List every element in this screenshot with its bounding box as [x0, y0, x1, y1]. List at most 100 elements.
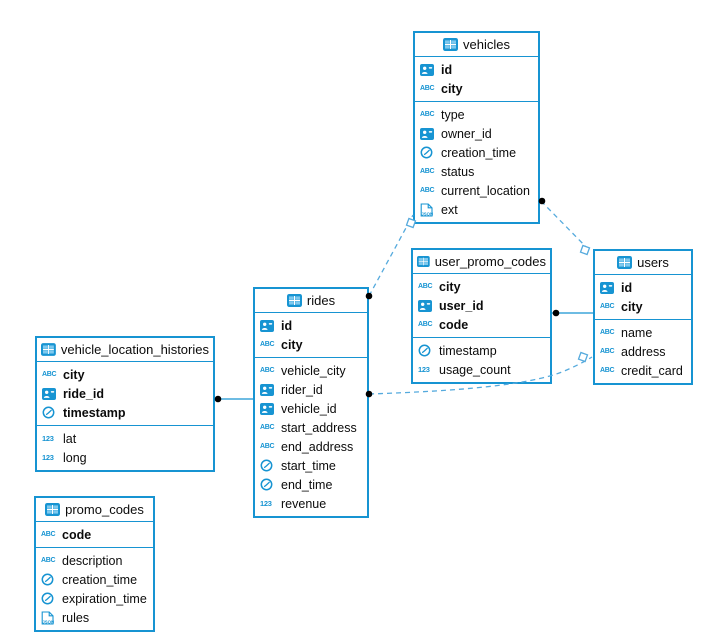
column-row[interactable]: 123 revenue	[255, 494, 367, 513]
table-title: user_promo_codes	[434, 254, 546, 269]
column-row[interactable]: ABC city	[595, 297, 691, 316]
string-type-icon: ABC	[418, 283, 433, 290]
column-row[interactable]: ABC address	[595, 342, 691, 361]
column-name: type	[441, 107, 465, 122]
timestamp-clock-icon	[260, 459, 276, 472]
column-row[interactable]: ABC type	[415, 105, 538, 124]
string-type-icon: ABC	[260, 443, 275, 450]
column-name: rules	[62, 610, 90, 625]
relation-square-marker	[579, 244, 591, 256]
column-row[interactable]: timestamp	[37, 403, 213, 422]
column-row[interactable]: id	[255, 316, 367, 335]
string-type-icon: ABC	[600, 329, 615, 336]
column-name: description	[62, 553, 123, 568]
column-name: creation_time	[441, 145, 517, 160]
column-row[interactable]: ABC code	[413, 315, 550, 334]
timestamp-clock-icon	[41, 573, 57, 586]
column-name: city	[621, 299, 643, 314]
string-type-icon: ABC	[260, 424, 275, 431]
column-row[interactable]: ABC status	[415, 162, 538, 181]
column-row[interactable]: ABC vehicle_city	[255, 361, 367, 380]
table-header[interactable]: rides	[255, 289, 367, 313]
table-header[interactable]: promo_codes	[36, 498, 153, 522]
column-name: city	[63, 367, 85, 382]
string-type-icon: ABC	[41, 557, 56, 564]
svg-text:JSON: JSON	[42, 619, 54, 624]
column-row[interactable]: ABC city	[415, 79, 538, 98]
table-vehicle_location_histories[interactable]: vehicle_location_histories ABC city ride…	[35, 336, 215, 472]
column-row[interactable]: ABC end_address	[255, 437, 367, 456]
table-icon	[417, 255, 430, 268]
primary-key-section: id ABC city	[415, 57, 538, 102]
column-name: expiration_time	[62, 591, 147, 606]
column-row[interactable]: ride_id	[37, 384, 213, 403]
id-card-icon	[42, 387, 58, 400]
column-row[interactable]: ABC city	[413, 277, 550, 296]
primary-key-section: ABC code	[36, 522, 153, 548]
column-row[interactable]: creation_time	[415, 143, 538, 162]
column-row[interactable]: id	[415, 60, 538, 79]
string-type-icon: ABC	[600, 348, 615, 355]
column-row[interactable]: 123 long	[37, 448, 213, 467]
table-header[interactable]: user_promo_codes	[413, 250, 550, 274]
column-row[interactable]: end_time	[255, 475, 367, 494]
columns-section: ABC type owner_id creation_time ABC stat…	[415, 102, 538, 222]
table-header[interactable]: users	[595, 251, 691, 275]
column-name: id	[441, 62, 453, 77]
column-name: lat	[63, 431, 77, 446]
column-row[interactable]: ABC credit_card	[595, 361, 691, 380]
column-row[interactable]: ABC current_location	[415, 181, 538, 200]
column-row[interactable]: expiration_time	[36, 589, 153, 608]
table-header[interactable]: vehicles	[415, 33, 538, 57]
column-row[interactable]: start_time	[255, 456, 367, 475]
relation-square-marker	[577, 351, 589, 363]
id-card-icon	[418, 299, 434, 312]
column-row[interactable]: JSON rules	[36, 608, 153, 627]
column-row[interactable]: ABC city	[37, 365, 213, 384]
table-icon	[443, 38, 459, 51]
table-vehicles[interactable]: vehicles id ABC city ABC type owner_id c…	[413, 31, 540, 224]
column-row[interactable]: 123 usage_count	[413, 360, 550, 379]
column-name: current_location	[441, 183, 530, 198]
column-name: vehicle_city	[281, 363, 346, 378]
relation-rides-vehicles[interactable]	[368, 214, 414, 297]
primary-key-section: ABC city ride_id timestamp	[37, 362, 213, 426]
column-name: end_time	[281, 477, 333, 492]
relation-vehicles-users[interactable]	[540, 200, 592, 253]
table-header[interactable]: vehicle_location_histories	[37, 338, 213, 362]
column-name: owner_id	[441, 126, 492, 141]
column-row[interactable]: ABC city	[255, 335, 367, 354]
table-user_promo_codes[interactable]: user_promo_codes ABC city user_id ABC co…	[411, 248, 552, 384]
id-card-icon	[260, 383, 276, 396]
primary-key-section: id ABC city	[255, 313, 367, 358]
column-name: city	[441, 81, 463, 96]
table-promo_codes[interactable]: promo_codes ABC code ABC description cre…	[34, 496, 155, 632]
column-row[interactable]: id	[595, 278, 691, 297]
table-rides[interactable]: rides id ABC city ABC vehicle_city rider…	[253, 287, 369, 518]
string-type-icon: ABC	[42, 371, 57, 378]
column-name: ride_id	[63, 386, 104, 401]
column-name: vehicle_id	[281, 401, 337, 416]
column-row[interactable]: ABC code	[36, 525, 153, 544]
table-icon	[45, 503, 61, 516]
column-row[interactable]: rider_id	[255, 380, 367, 399]
column-name: code	[439, 317, 469, 332]
columns-section: timestamp 123 usage_count	[413, 338, 550, 382]
id-card-icon	[260, 319, 276, 332]
column-name: code	[62, 527, 92, 542]
column-name: end_address	[281, 439, 354, 454]
column-row[interactable]: owner_id	[415, 124, 538, 143]
table-icon	[617, 256, 633, 269]
column-row[interactable]: timestamp	[413, 341, 550, 360]
column-row[interactable]: user_id	[413, 296, 550, 315]
column-row[interactable]: ABC start_address	[255, 418, 367, 437]
column-name: timestamp	[439, 343, 497, 358]
table-users[interactable]: users id ABC city ABC name ABC address A…	[593, 249, 693, 385]
column-row[interactable]: ABC description	[36, 551, 153, 570]
column-row[interactable]: creation_time	[36, 570, 153, 589]
column-row[interactable]: ABC name	[595, 323, 691, 342]
column-row[interactable]: JSON ext	[415, 200, 538, 219]
column-row[interactable]: vehicle_id	[255, 399, 367, 418]
column-row[interactable]: 123 lat	[37, 429, 213, 448]
